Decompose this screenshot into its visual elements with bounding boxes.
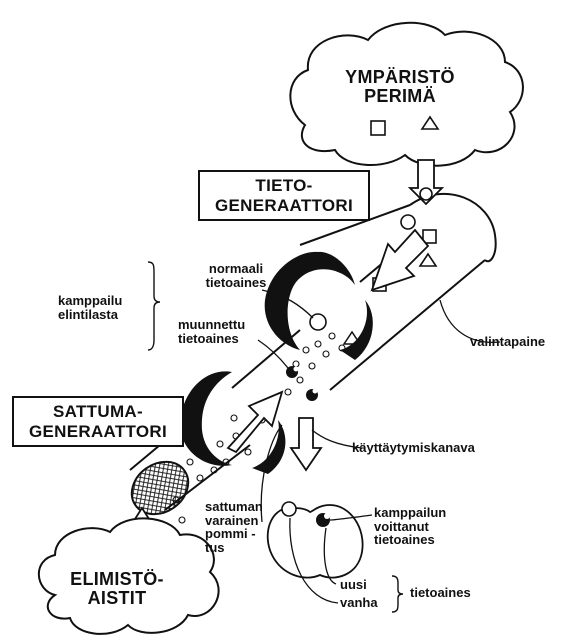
behaviour-channel-label: käyttäytymiskanava	[352, 441, 502, 455]
behaviour-arrow	[291, 418, 321, 470]
normal-info-label: normaali tietoaines	[196, 262, 276, 289]
selection-pressure-label: valintapaine	[470, 335, 570, 349]
chance-generator-arrow	[228, 392, 282, 452]
organism-senses-label: ELIMISTÖ- AISTIT	[62, 570, 172, 608]
winning-info-label: kamppailun voittanut tietoaines	[374, 506, 474, 547]
info-material-bracket	[392, 576, 403, 612]
winning-info-outline	[268, 505, 363, 578]
normal-info-circle	[310, 314, 326, 330]
environment-label: YMPÄRISTÖ PERIMÄ	[345, 68, 455, 106]
competition-label: kamppailu elintilasta	[58, 294, 150, 321]
old-label: vanha	[340, 596, 390, 610]
selection-circle-1	[401, 215, 415, 229]
info-generator-arrow	[372, 230, 428, 290]
old-info-circle	[282, 502, 296, 516]
chance-generator-box: SATTUMA- GENERAATTORI	[12, 396, 184, 447]
upper-ring	[265, 252, 355, 350]
new-label: uusi	[340, 578, 380, 592]
lower-ring	[180, 371, 232, 465]
random-bombardment-label: sattuman varainen pommi - tus	[205, 500, 275, 555]
info-material-label: tietoaines	[410, 586, 490, 600]
selection-triangle	[420, 254, 436, 266]
info-generator-box: TIETO- GENERAATTORI	[198, 170, 370, 221]
modified-info-label: muunnettu tietoaines	[178, 318, 262, 345]
